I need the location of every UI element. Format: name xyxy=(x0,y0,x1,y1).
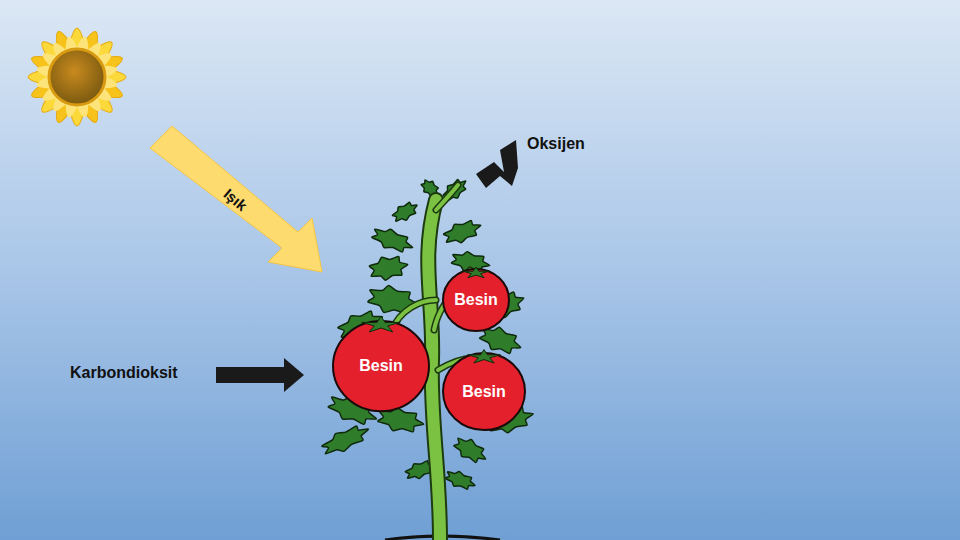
tomato-calyx xyxy=(362,316,400,332)
stem xyxy=(436,185,458,210)
co2-arrow xyxy=(216,358,304,392)
node-text: Besin xyxy=(454,291,498,309)
label: Karbondioksit xyxy=(70,364,178,382)
leaf xyxy=(370,224,416,257)
tomato-node: Besin xyxy=(443,353,525,430)
leaf xyxy=(320,420,373,459)
light-arrow xyxy=(150,126,322,272)
leaf xyxy=(368,253,410,283)
node-text: Besin xyxy=(359,357,403,375)
sun-core xyxy=(49,49,105,105)
tomato-body xyxy=(443,269,509,331)
leaf xyxy=(366,282,419,317)
label: Oksijen xyxy=(527,135,585,153)
tomato-body xyxy=(443,353,525,430)
leaf xyxy=(444,468,478,493)
leaf xyxy=(442,216,484,247)
leaf xyxy=(451,433,490,467)
stem-outline xyxy=(436,185,458,210)
sun xyxy=(28,28,126,126)
tomato-calyx xyxy=(463,267,489,278)
tomato-node: Besin xyxy=(333,321,429,411)
tomato-body xyxy=(333,321,429,411)
oxygen-arrow xyxy=(476,140,518,188)
leaf xyxy=(390,198,421,225)
tomato-node: Besin xyxy=(443,269,509,331)
node-text: Besin xyxy=(462,383,506,401)
plant xyxy=(320,175,537,540)
tomato-calyx xyxy=(468,350,501,363)
